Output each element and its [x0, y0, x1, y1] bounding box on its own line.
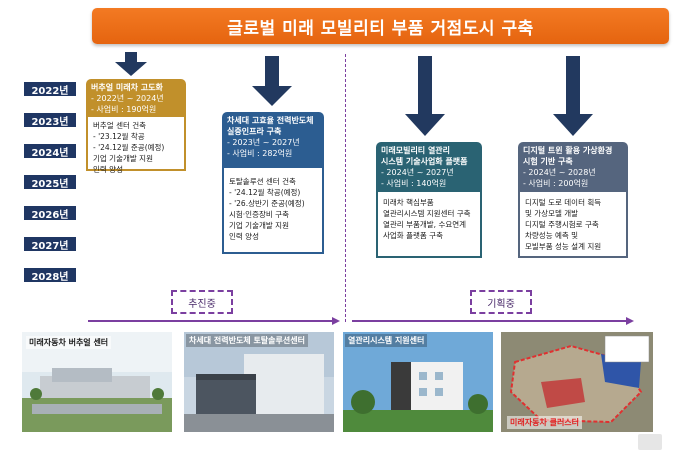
project-item: 열관리시스템 지원센터 구축: [383, 209, 471, 218]
year-label: 2022년: [24, 82, 76, 97]
project-item: 미래차 핵심부품: [383, 198, 434, 207]
year-label: 2024년: [24, 144, 76, 159]
project-item: 시험·인증장비 구축: [229, 210, 289, 219]
project-budget: - 사업비 : 190억원: [91, 105, 157, 114]
down-arrow-icon: [252, 56, 292, 108]
photo-caption: 차세대 전력반도체 토탈솔루션센터: [186, 334, 308, 347]
down-arrow-icon: [553, 56, 593, 136]
year-label: 2026년: [24, 206, 76, 221]
photo-caption: 열관리시스템 지원센터: [345, 334, 428, 347]
project-period: - 2022년 ~ 2024년: [91, 94, 164, 103]
cluster-map-image: [501, 332, 653, 432]
year-label: 2027년: [24, 237, 76, 252]
timeline-arrow-right: [352, 320, 626, 322]
timeline-arrowhead: [626, 317, 634, 325]
down-arrow-icon: [113, 52, 149, 78]
project-header: 미래모빌리티 열관리 시스템 기술사업화 플랫폼 - 2024년 ~ 2027년…: [376, 142, 482, 192]
project-item: 버추얼 센터 건축: [93, 121, 147, 130]
project-item: - '24.12월 준공(예정): [93, 143, 165, 152]
project-period: - 2024년 ~ 2027년: [381, 168, 454, 177]
project-item: 기업 기술개발 지원: [229, 221, 289, 230]
thermal-center-image: [343, 332, 493, 432]
project-item: 열관리 부품개발, 수요연계: [383, 220, 467, 229]
project-item: 디지털 주행시험로 구축: [525, 220, 599, 229]
project-item: 디지털 도로 데이터 획득: [525, 198, 602, 207]
photo-virtual-center: 미래자동차 버추얼 센터: [22, 332, 172, 432]
photo-thermal-center: 열관리시스템 지원센터: [343, 332, 493, 432]
project-item: - '23.12월 착공: [93, 132, 145, 141]
page-title-banner: 글로벌 미래 모빌리티 부품 거점도시 구축: [92, 8, 669, 44]
project-item: 토탈솔루션 센터 건축: [229, 177, 296, 186]
project-title: 차세대 고효율 전력반도체: [227, 116, 314, 125]
project-header: 버추얼 미래차 고도화 - 2022년 ~ 2024년 - 사업비 : 190억…: [86, 79, 186, 117]
status-in-progress: 추진중: [171, 290, 233, 314]
project-item: 기업 기술개발 지원: [93, 154, 153, 163]
project-title: 시스템 기술사업화 플랫폼: [381, 157, 468, 166]
project-title: 실증인프라 구축: [227, 127, 282, 136]
project-budget: - 사업비 : 200억원: [523, 179, 589, 188]
down-arrow-icon: [405, 56, 445, 136]
year-label: 2025년: [24, 175, 76, 190]
project-item: - '26.상반기 준공(예정): [229, 199, 305, 208]
project-period: - 2023년 ~ 2027년: [227, 138, 300, 147]
project-budget: - 사업비 : 282억원: [227, 149, 293, 158]
page-title: 글로벌 미래 모빌리티 부품 거점도시 구축: [227, 18, 534, 39]
project-item: 사업화 플랫폼 구축: [383, 231, 443, 240]
project-title: 버추얼 미래차 고도화: [91, 83, 163, 92]
photo-power-semiconductor-center: 차세대 전력반도체 토탈솔루션센터: [184, 332, 334, 432]
project-title: 시험 기반 구축: [523, 157, 573, 166]
project-title: 미래모빌리티 열관리: [381, 146, 451, 155]
project-budget: - 사업비 : 140억원: [381, 179, 447, 188]
project-body: 버추얼 센터 건축 - '23.12월 착공 - '24.12월 준공(예정) …: [86, 117, 186, 174]
phase-divider: [345, 54, 346, 322]
project-item: 차량성능 예측 및: [525, 231, 579, 240]
project-period: - 2024년 ~ 2028년: [523, 168, 596, 177]
power-semiconductor-center-image: [184, 332, 334, 432]
project-title: 디지털 트윈 활용 가상환경: [523, 146, 613, 155]
timeline-arrowhead: [332, 317, 340, 325]
page-marker: [638, 434, 662, 450]
status-planned: 기획중: [470, 290, 532, 314]
project-item: - '24.12월 착공(예정): [229, 188, 301, 197]
project-item: 인력 양성: [93, 165, 123, 174]
year-label: 2023년: [24, 113, 76, 128]
timeline-arrow-left: [88, 320, 334, 322]
project-item: 및 가상모델 개발: [525, 209, 579, 218]
project-item: 인력 양성: [229, 232, 259, 241]
project-header: 차세대 고효율 전력반도체 실증인프라 구축 - 2023년 ~ 2027년 -…: [222, 112, 324, 168]
project-header: 디지털 트윈 활용 가상환경 시험 기반 구축 - 2024년 ~ 2028년 …: [518, 142, 628, 192]
project-body: 미래차 핵심부품 열관리시스템 지원센터 구축 열관리 부품개발, 수요연계 사…: [376, 192, 482, 258]
year-label: 2028년: [24, 268, 76, 283]
project-body: 디지털 도로 데이터 획득 및 가상모델 개발 디지털 주행시험로 구축 차량성…: [518, 192, 628, 258]
photo-cluster-map: 미래자동차 클러스터: [501, 332, 653, 432]
photo-caption: 미래자동차 클러스터: [507, 416, 583, 429]
project-item: 모빌부품 성능 설계 지원: [525, 242, 602, 251]
project-body: 토탈솔루션 센터 건축 - '24.12월 착공(예정) - '26.상반기 준…: [222, 168, 324, 254]
photo-caption: 미래자동차 버추얼 센터: [26, 336, 112, 349]
